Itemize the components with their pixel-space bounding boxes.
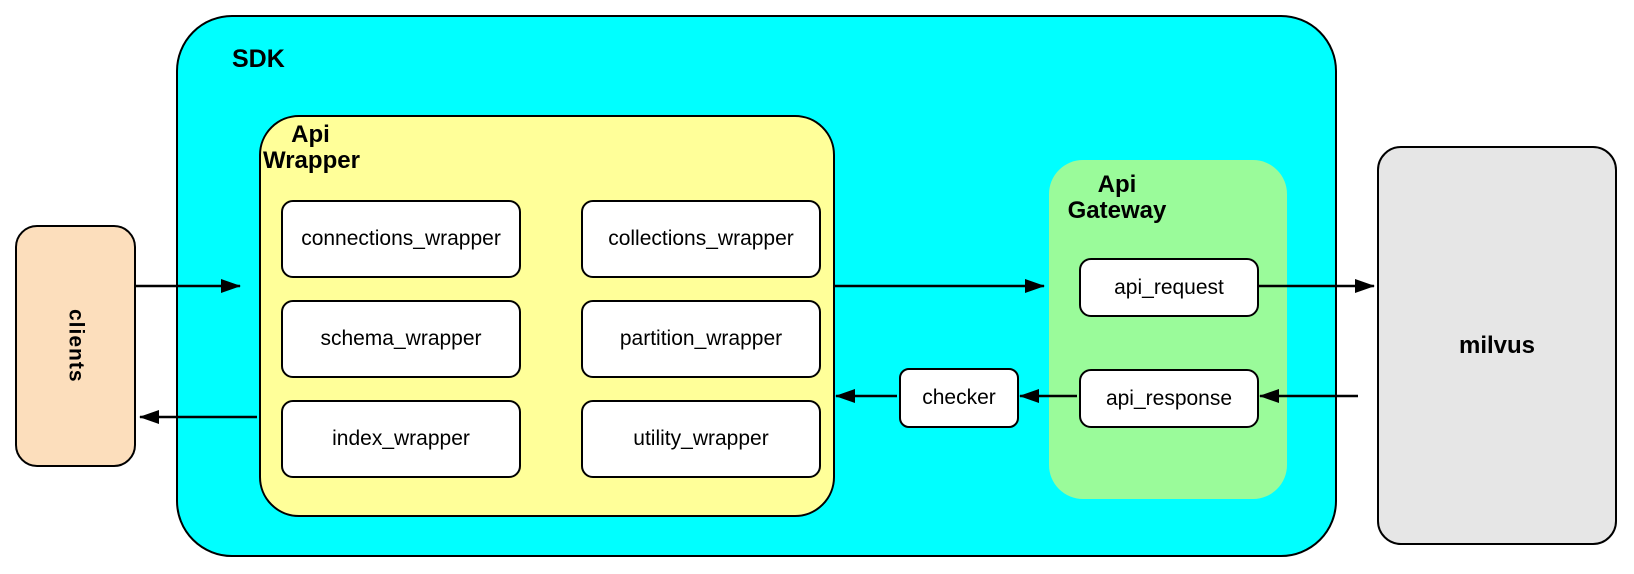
module-utility-wrapper: utility_wrapper: [581, 400, 821, 478]
sdk-label: SDK: [232, 45, 285, 73]
milvus-node: milvus: [1377, 146, 1617, 545]
sdk-container: SDK Api Wrapper connections_wrapper sche…: [176, 15, 1337, 557]
milvus-label: milvus: [1458, 331, 1536, 359]
api-wrapper-container: Api Wrapper connections_wrapper schema_w…: [259, 115, 835, 517]
api-wrapper-label: Api Wrapper: [263, 121, 360, 174]
api-gateway-label: Api Gateway: [1067, 171, 1167, 224]
clients-node: clients: [15, 225, 136, 467]
module-index-wrapper: index_wrapper: [281, 400, 521, 478]
module-connections-wrapper: connections_wrapper: [281, 200, 521, 278]
api-gateway-container: Api Gateway api_request api_response: [1049, 160, 1287, 499]
module-partition-wrapper: partition_wrapper: [581, 300, 821, 378]
module-collections-wrapper: collections_wrapper: [581, 200, 821, 278]
checker-node: checker: [899, 368, 1019, 428]
clients-label: clients: [64, 309, 88, 383]
api-request-node: api_request: [1079, 258, 1259, 317]
api-response-node: api_response: [1079, 369, 1259, 428]
module-schema-wrapper: schema_wrapper: [281, 300, 521, 378]
